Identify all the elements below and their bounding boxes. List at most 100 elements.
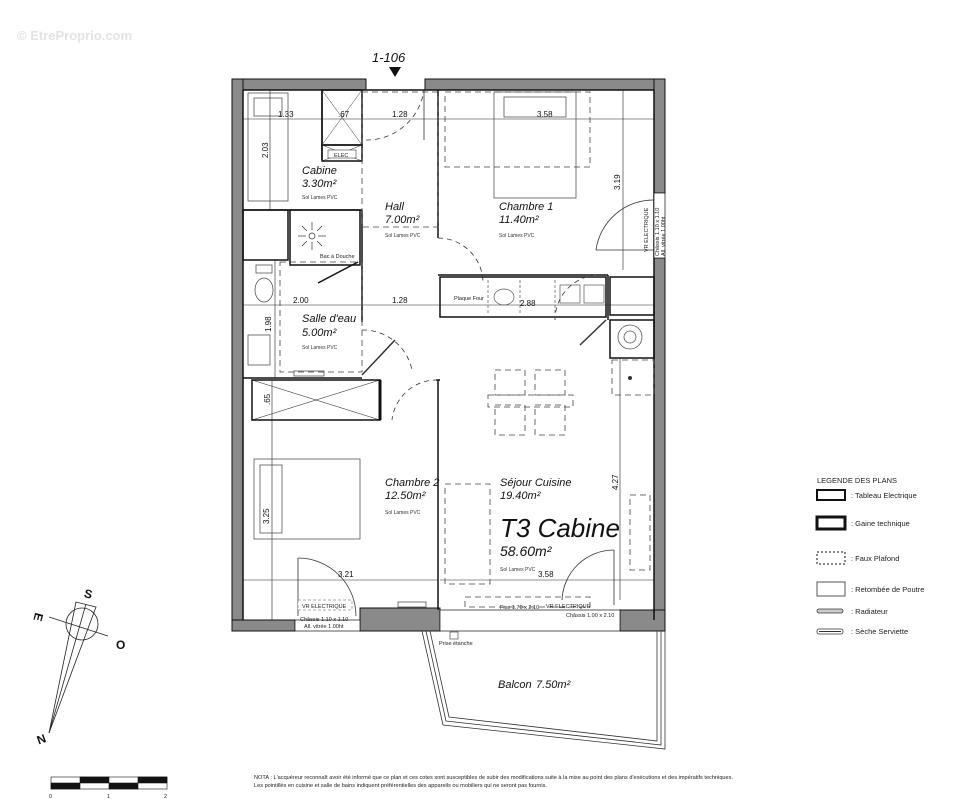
elec-label: ELEC xyxy=(334,153,348,159)
interior-walls xyxy=(242,89,655,620)
legend-item-elec-panel: : Tableau Electrique xyxy=(816,489,917,501)
room-cabine: Cabine 3.30m² Sol Lames PVC xyxy=(302,165,338,201)
false-ceiling-areas xyxy=(279,91,655,608)
dim-hall-top: 1.28 xyxy=(392,110,408,119)
room-floor: Sol Lames PVC xyxy=(302,195,338,201)
vr-box-chambre2 xyxy=(297,599,353,611)
room-area: 11.40m² xyxy=(499,214,539,226)
legend-label: : Sèche Serviette xyxy=(851,627,908,636)
dim-cabine-length: 2.03 xyxy=(261,142,270,158)
kitchen-counter xyxy=(487,280,605,315)
unit-label: 1-106 xyxy=(372,50,406,65)
vr-label-chambre1: VR ELECTRIQUE xyxy=(644,207,650,252)
legend-label: : Radiateur xyxy=(851,607,888,616)
chambre1-bed xyxy=(493,91,577,199)
compass-n: N xyxy=(35,731,48,747)
dimension-lines xyxy=(243,90,654,620)
room-name: Séjour Cuisine xyxy=(500,477,572,489)
technical-duct-icon xyxy=(815,515,847,531)
watermark: © EtreProprio.com xyxy=(17,28,132,43)
room-name: Balcon xyxy=(498,679,532,691)
shower-door xyxy=(317,261,359,284)
legend-title: LEGENDE DES PLANS xyxy=(817,476,897,485)
exterior-walls xyxy=(231,78,666,632)
chassis-ch2-line1: Châssis 1.10 x 1.10 xyxy=(300,617,348,623)
bathroom-sink xyxy=(247,334,271,366)
washing-machine xyxy=(617,324,643,350)
note-line-2: Les pointillés en cuisine et salle de ba… xyxy=(254,783,547,789)
dim-sejour-height: 4.27 xyxy=(611,474,620,490)
room-name: Cabine xyxy=(302,165,337,177)
dim-chambre2-closet: .65 xyxy=(263,393,272,405)
furniture xyxy=(247,91,643,608)
dim-hall-mid: 1.28 xyxy=(392,296,408,305)
room-chambre-1: Chambre 1 11.40m² Sol Lames PVC xyxy=(499,201,553,239)
elec-panel-icon xyxy=(816,489,846,501)
shower-icon xyxy=(298,222,326,250)
prise-etanche-label: Prise étanche xyxy=(439,641,473,647)
room-area: 5.00m² xyxy=(302,327,337,339)
beam-drop-icon xyxy=(816,581,846,597)
vr-label-chambre2: VR ELECTRIQUE xyxy=(302,604,347,610)
room-area: 7.50m² xyxy=(536,679,571,691)
room-floor: Sol Lames PVC xyxy=(385,510,421,516)
room-salle-d-eau: Salle d'eau 5.00m² Sol Lames PVC xyxy=(302,313,356,351)
dim-sejour-width: 3.58 xyxy=(538,570,554,579)
dim-cabine-width: 1.33 xyxy=(278,110,294,119)
room-hall: Hall 7.00m² Sol Lames PVC xyxy=(385,201,421,239)
balcony-outline xyxy=(421,630,666,750)
note-line-1: NOTA : L'acquéreur reconnaît avoir été i… xyxy=(254,775,733,781)
chassis-ch1-line2: All. vitrée 1.00ht xyxy=(661,216,667,256)
dim-chambre2-width: 3.21 xyxy=(338,570,354,579)
legend-item-technical-duct: : Gaine technique xyxy=(815,515,910,531)
legend: LEGENDE DES PLANS : Tableau Electrique :… xyxy=(815,476,924,636)
fixe-label: Fixe 1.70 x 2.10 xyxy=(500,605,539,611)
dim-kitchen: 2.88 xyxy=(520,299,536,308)
room-name: Salle d'eau xyxy=(302,313,356,325)
legend-label: : Tableau Electrique xyxy=(851,491,917,500)
plaque-four-label: Plaque Four xyxy=(454,296,484,302)
scale-tick-2: 2 xyxy=(164,794,167,800)
waterproof-outlet-icon xyxy=(449,631,459,640)
room-floor: Sol Lames PVC xyxy=(499,233,535,239)
legend-label: : Faux Plafond xyxy=(851,554,899,563)
dim-closet: .67 xyxy=(338,110,350,119)
dim-salle-width: 2.00 xyxy=(293,296,309,305)
dim-chambre1-width: 3.58 xyxy=(537,110,553,119)
windows xyxy=(294,192,666,632)
legend-item-false-ceiling: : Faux Plafond xyxy=(816,551,899,565)
scale-tick-0: 0 xyxy=(49,794,52,800)
room-name: Chambre 2 xyxy=(385,477,439,489)
room-area: 3.30m² xyxy=(302,178,337,190)
compass-o: O xyxy=(116,638,125,652)
chambre2-bed xyxy=(253,458,361,540)
dim-chambre2-bed: 3.25 xyxy=(262,508,271,524)
bac-douche-label: Bac à Douche xyxy=(320,254,355,260)
dim-chambre1-height: 3.19 xyxy=(613,174,622,190)
cabine-bed xyxy=(247,92,289,202)
false-ceiling-icon xyxy=(816,551,846,565)
room-balcon: Balcon 7.50m² xyxy=(498,679,571,691)
room-sejour-cuisine: Séjour Cuisine 19.40m² Sol Lames PVC xyxy=(500,477,572,573)
legend-label: : Gaine technique xyxy=(851,519,910,528)
legend-item-radiator: : Radiateur xyxy=(816,607,888,616)
entrance-arrow-icon xyxy=(389,67,401,77)
room-chambre-2: Chambre 2 12.50m² Sol Lames PVC xyxy=(385,477,439,516)
room-area: 7.00m² xyxy=(385,214,420,226)
elec-panel xyxy=(327,149,357,159)
room-area: 12.50m² xyxy=(385,490,426,502)
ceiling-light-icon xyxy=(628,376,632,380)
chassis-ch2-line2: All. vitrée 1.00ht xyxy=(304,624,344,630)
chassis-ch1-label: Châssis 1.10 x 1.10 xyxy=(655,208,661,256)
radiator-icon xyxy=(816,608,844,614)
unit-type-title: T3 Cabine xyxy=(500,513,620,543)
room-floor: Sol Lames PVC xyxy=(302,345,338,351)
scale-bar xyxy=(50,776,168,790)
room-floor: Sol Lames PVC xyxy=(385,233,421,239)
legend-item-beam-drop: : Retombée de Poutre xyxy=(816,581,924,597)
compass-e: E xyxy=(30,611,46,622)
toilet xyxy=(254,277,274,303)
room-floor: Sol Lames PVC xyxy=(500,567,536,573)
compass-icon xyxy=(48,601,109,734)
